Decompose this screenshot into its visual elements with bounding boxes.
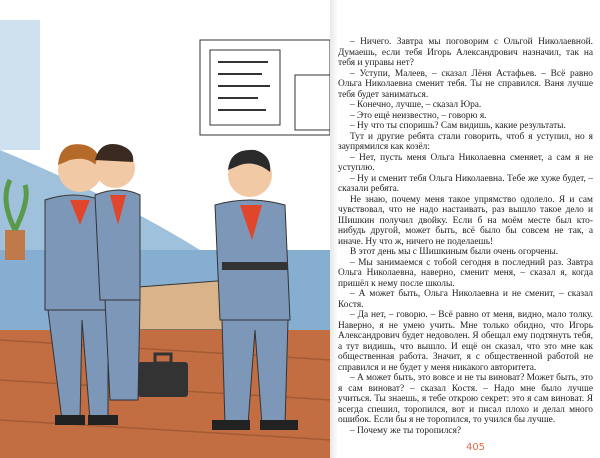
paragraph: – Уступи, Малеев, – сказал Лёня Астафьев…	[338, 68, 593, 100]
paragraph: – Почему же ты торопился?	[350, 425, 462, 436]
paragraph: – А может быть, это вовсе и не ты винова…	[338, 373, 593, 425]
boy-right	[212, 149, 298, 430]
paragraph: В этот день мы с Шишкиным были очень ого…	[350, 247, 559, 257]
paragraph: – Конечно, лучше, – сказал Юра.	[350, 100, 482, 110]
book-text: – Ничего. Завтра мы поговорим с Ольгой Н…	[338, 37, 593, 454]
page-gutter	[330, 0, 338, 458]
briefcase-icon	[138, 352, 188, 397]
illustration-schoolboys	[0, 20, 332, 458]
paragraph: Не знаю, почему меня такое упрямство одо…	[338, 194, 593, 247]
paragraph: – Нет, пусть меня Ольга Николаевна сменя…	[338, 152, 593, 174]
paragraph: – Ничего. Завтра мы поговорим с Ольгой Н…	[338, 37, 593, 68]
paragraph: – Это ещё неизвестно, – говорю я.	[350, 110, 487, 121]
paragraph: – А может быть, Ольга Николаевна и не см…	[338, 289, 593, 310]
paragraph: – Мы занимаемся с тобой сегодня в послед…	[338, 257, 593, 289]
paragraph: – Да нет, – говорю. – Всё равно от меня,…	[338, 310, 593, 373]
paragraph: – Ну и сменит тебя Ольга Николаевна. Теб…	[338, 173, 593, 195]
window	[0, 20, 40, 150]
paragraph: – Ну что ты споришь? Сам видишь, какие р…	[350, 121, 566, 131]
boy-middle	[94, 144, 141, 401]
page-number: 405	[465, 442, 486, 453]
plant-icon	[3, 178, 29, 260]
paragraph: Тут и другие ребята стали говорить, чтоб…	[338, 131, 593, 153]
